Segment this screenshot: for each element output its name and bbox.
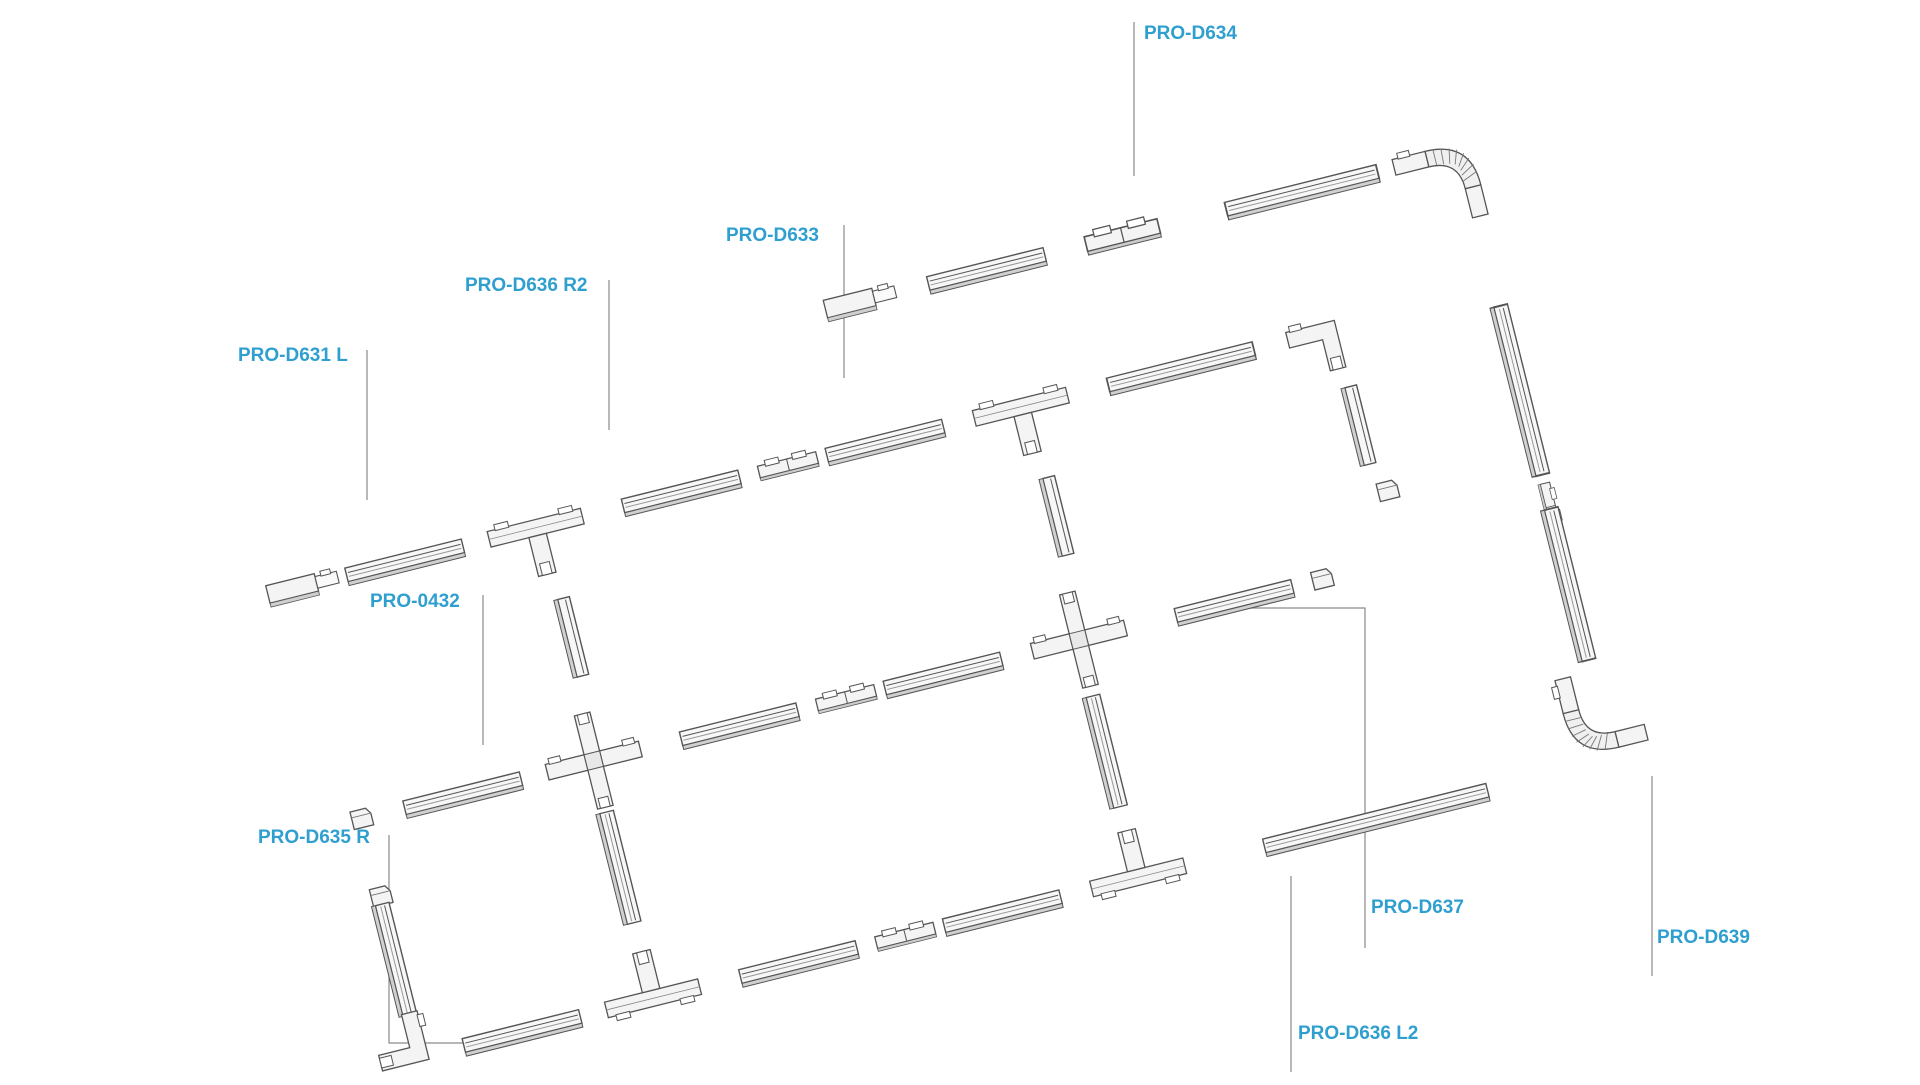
straight-track-icon	[553, 595, 590, 679]
feed-in-icon	[264, 566, 342, 608]
label-pro-d637: PRO-D637	[1371, 897, 1464, 918]
straight-track-icon	[1340, 384, 1377, 468]
label-pro-0432: PRO-0432	[370, 591, 460, 612]
flexible-connector-icon	[1390, 134, 1489, 234]
straight-track-icon	[595, 809, 642, 926]
t-connector-icon	[594, 939, 704, 1024]
straight-connector-icon	[1082, 213, 1163, 256]
t-connector-icon	[970, 381, 1080, 466]
straight-track-icon	[1038, 474, 1075, 558]
straight-track-icon	[941, 889, 1064, 938]
straight-track-icon	[1223, 163, 1382, 221]
t-connector-icon	[1079, 818, 1189, 903]
label-pro-d636-r2: PRO-D636 R2	[465, 275, 588, 296]
label-pro-d631-l: PRO-D631 L	[238, 345, 348, 366]
straight-connector-icon	[813, 680, 878, 715]
straight-connector-icon	[873, 917, 938, 953]
label-pro-d633: PRO-D633	[726, 225, 819, 246]
straight-track-icon	[1488, 302, 1551, 479]
flexible-connector-icon	[1549, 661, 1649, 761]
end-cap-icon	[1309, 567, 1335, 591]
straight-track-icon	[737, 940, 861, 988]
straight-track-icon	[1105, 341, 1258, 397]
straight-track-icon	[1539, 505, 1597, 664]
straight-track-icon	[344, 538, 467, 587]
straight-track-icon	[925, 246, 1049, 295]
leader-d637	[1215, 607, 1366, 948]
x-connector-icon	[1020, 580, 1138, 699]
straight-track-icon	[1261, 782, 1491, 858]
straight-track-icon	[1081, 693, 1128, 810]
label-pro-d634: PRO-D634	[1144, 23, 1237, 44]
x-connector-icon	[534, 701, 653, 820]
straight-track-icon	[402, 771, 525, 820]
straight-track-icon	[1173, 578, 1296, 627]
straight-track-icon	[461, 1008, 584, 1057]
end-cap-icon	[1375, 478, 1401, 503]
straight-track-icon	[882, 651, 1005, 700]
l-connector-icon	[1283, 314, 1347, 380]
label-pro-d635-r: PRO-D635 R	[258, 827, 370, 848]
label-pro-d636-l2: PRO-D636 L2	[1298, 1023, 1419, 1044]
straight-track-icon	[370, 901, 418, 1019]
straight-track-icon	[678, 702, 801, 751]
straight-connector-icon	[755, 447, 820, 482]
straight-track-icon	[824, 418, 947, 467]
l-connector-icon	[369, 1008, 435, 1072]
straight-track-icon	[620, 469, 743, 518]
label-pro-d639: PRO-D639	[1657, 927, 1750, 948]
t-connector-icon	[485, 502, 595, 587]
feed-in-icon	[822, 281, 900, 323]
